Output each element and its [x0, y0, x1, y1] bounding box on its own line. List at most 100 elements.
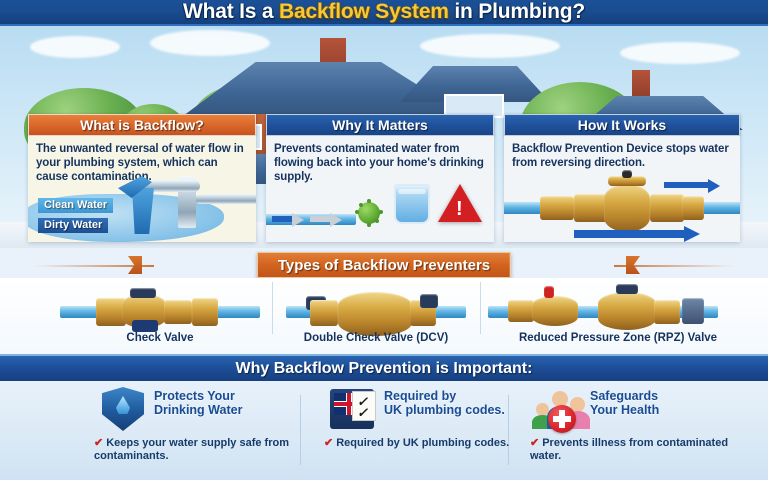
- benefit-divider: [508, 395, 509, 465]
- benefit-bullet: ✔Required by UK plumbing codes.: [324, 437, 542, 450]
- type-label-double-check-valve: Double Check Valve (DCV): [303, 332, 449, 344]
- valve-nut: [682, 298, 704, 324]
- pipe-icon: [694, 202, 740, 214]
- benefits-section: Protects Your Drinking Water ✔Keeps your…: [0, 381, 768, 480]
- valve-cap-icon: [130, 288, 156, 298]
- card-heading-what-is-backflow: What is Backflow?: [28, 114, 256, 136]
- cloud-icon: [150, 30, 270, 56]
- benefit-heading-line1: Required by: [384, 389, 457, 403]
- type-label-rpz-valve: Reduced Pressure Zone (RPZ) Valve: [518, 332, 718, 344]
- card-heading-label: What is Backflow?: [80, 117, 204, 133]
- shield-water-drop-icon: [94, 385, 152, 431]
- check-valve-icon: [60, 286, 260, 332]
- warning-triangle-icon: [438, 184, 482, 222]
- rpz-valve-icon: [488, 284, 718, 330]
- card-heading-how-it-works: How It Works: [504, 114, 740, 136]
- backflow-valve-icon: [540, 196, 574, 220]
- title-part-1: What Is a: [183, 0, 280, 23]
- family-medical-cross-icon: [530, 385, 590, 433]
- flow-arrow-icon: [664, 182, 708, 188]
- flow-arrow-icon: [272, 216, 292, 222]
- backflow-valve-body: [650, 194, 684, 222]
- card-text: The unwanted reversal of water flow in y…: [36, 143, 244, 183]
- valve-cap-icon: [616, 284, 638, 294]
- label-clean-water: Clean Water: [38, 198, 114, 213]
- valve-part: [96, 298, 126, 326]
- benefit-divider: [300, 395, 301, 465]
- valve-cap-icon: [608, 176, 646, 186]
- benefit-heading: Protects Your Drinking Water: [154, 389, 242, 417]
- banner-label: Why Backflow Prevention is Important:: [235, 359, 533, 377]
- water-glass-icon: [394, 184, 430, 224]
- cloud-icon: [420, 34, 560, 58]
- title-highlight: Backflow System: [279, 0, 449, 23]
- valve-part: [654, 300, 680, 324]
- backflow-valve-icon: [682, 196, 704, 220]
- label-dirty-water: Dirty Water: [38, 218, 109, 233]
- benefit-heading-line2: UK plumbing codes.: [384, 403, 505, 417]
- benefit-heading-line2: Your Health: [590, 403, 660, 417]
- type-divider: [480, 282, 481, 334]
- benefit-protects-drinking-water: Protects Your Drinking Water ✔Keeps your…: [82, 381, 322, 480]
- warning-exclamation-icon: !: [456, 198, 463, 220]
- ribbon-label: Types of Backflow Preventers: [277, 256, 491, 274]
- chimney-icon: [632, 70, 650, 100]
- cloud-icon: [30, 36, 120, 58]
- valve-cap-icon: [420, 294, 438, 308]
- benefit-heading: Required by UK plumbing codes.: [384, 389, 505, 417]
- valve-part: [164, 300, 192, 324]
- flow-arrow-head-icon: [684, 226, 700, 242]
- ribbon-line-left: [34, 265, 154, 267]
- benefit-heading: Safeguards Your Health: [590, 389, 659, 417]
- flow-arrow-icon: [310, 216, 330, 222]
- parent-head: [570, 397, 585, 412]
- ribbon-types-of-backflow-preventers: Types of Backflow Preventers: [256, 252, 512, 278]
- benefit-bullet-text: Keeps your water supply safe from contam…: [94, 437, 289, 462]
- benefit-bullet: ✔Prevents illness from contaminated wate…: [530, 437, 748, 463]
- title-part-2: in Plumbing?: [448, 0, 585, 23]
- flow-arrow-head-icon: [292, 213, 304, 227]
- valve-body: [532, 296, 578, 326]
- benefit-bullet-text: Prevents illness from contaminated water…: [530, 437, 729, 462]
- flow-arrow-head-icon: [330, 213, 342, 227]
- card-heading-why-it-matters: Why It Matters: [266, 114, 494, 136]
- double-check-valve-icon: [286, 286, 466, 336]
- valve-nut: [192, 298, 218, 326]
- check-icon: ✔: [530, 437, 540, 449]
- type-label-check-valve: Check Valve: [126, 332, 194, 344]
- ribbon-tail-left: [128, 256, 142, 274]
- benefit-heading-line2: Drinking Water: [154, 403, 243, 417]
- importance-banner: Why Backflow Prevention is Important:: [0, 354, 768, 381]
- valve-part: [508, 300, 534, 322]
- valve-body: [338, 292, 412, 336]
- ribbon-tail-right: [626, 256, 640, 274]
- backflow-valve-body: [574, 194, 608, 222]
- valve-body: [598, 292, 656, 330]
- child-head: [536, 403, 549, 416]
- benefit-heading-line1: Safeguards: [590, 389, 659, 403]
- card-why-it-matters: Why It Matters Prevents contaminated wat…: [266, 114, 494, 242]
- parent-head: [552, 391, 568, 407]
- backflow-valve-center: [604, 184, 650, 232]
- card-body-what-is-backflow: The unwanted reversal of water flow in y…: [28, 136, 256, 242]
- benefit-bullet: ✔Keeps your water supply safe from conta…: [94, 437, 312, 463]
- relief-valve-icon: [544, 286, 554, 298]
- card-text: Prevents contaminated water from flowing…: [274, 143, 484, 183]
- types-row: Check Valve Double Check Valve (DCV) Red…: [0, 278, 768, 354]
- card-heading-label: Why It Matters: [332, 117, 428, 133]
- flow-arrow-icon: [574, 230, 684, 238]
- type-divider: [272, 282, 273, 334]
- valve-handle-icon: [132, 320, 158, 332]
- card-text: Backflow Prevention Device stops water f…: [512, 143, 729, 169]
- types-ribbon-section: Types of Backflow Preventers: [0, 252, 768, 280]
- benefit-safeguards-your-health: Safeguards Your Health ✔Prevents illness…: [518, 381, 758, 480]
- card-body-why-it-matters: Prevents contaminated water from flowing…: [266, 136, 494, 242]
- page-title: What Is a Backflow System in Plumbing?: [183, 0, 585, 24]
- valve-bolt-icon: [622, 170, 632, 178]
- benefit-required-by-uk-codes: ✓✓ Required by UK plumbing codes. ✔Requi…: [312, 381, 552, 480]
- water-stream-icon: [132, 188, 154, 234]
- medical-cross-icon: [548, 405, 576, 433]
- benefit-heading-line1: Protects Your: [154, 389, 235, 403]
- card-what-is-backflow: What is Backflow? The unwanted reversal …: [28, 114, 256, 242]
